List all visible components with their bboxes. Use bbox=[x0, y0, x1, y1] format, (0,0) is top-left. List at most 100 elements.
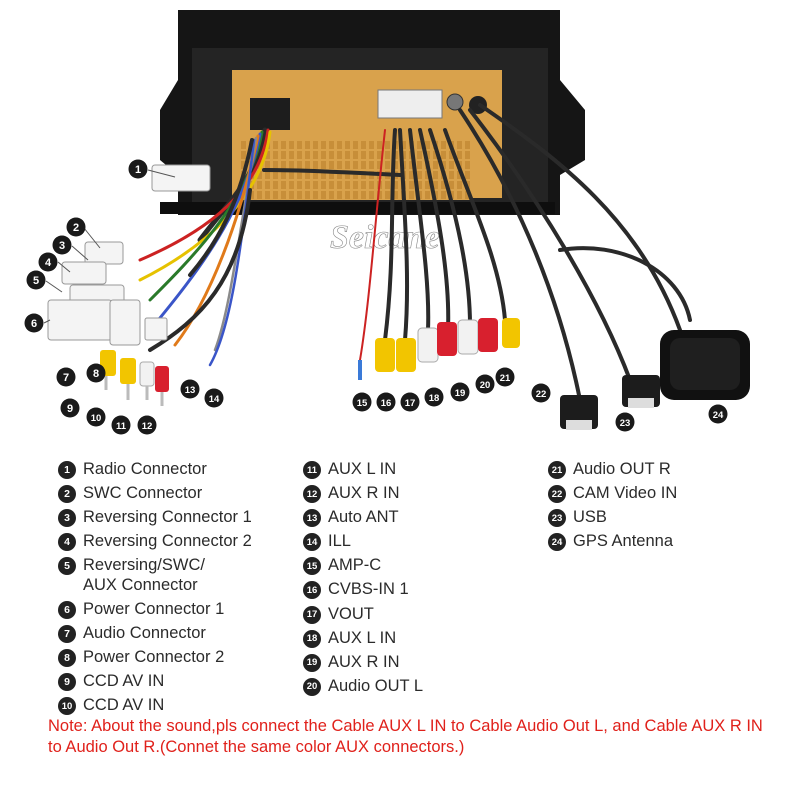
callout-5: 5 bbox=[26, 270, 46, 290]
legend-label: AUX R IN bbox=[328, 484, 400, 503]
legend-item: 8 Power Connector 2 bbox=[58, 648, 252, 668]
svg-text:11: 11 bbox=[116, 421, 127, 432]
legend-item: 11 AUX L IN bbox=[303, 460, 423, 480]
connector-blocks bbox=[47, 164, 211, 346]
legend-item: 9 CCD AV IN bbox=[58, 672, 252, 692]
callout-23: 23 bbox=[615, 412, 635, 432]
legend-label: Power Connector 2 bbox=[83, 648, 225, 667]
callout-6: 6 bbox=[24, 313, 44, 333]
product-photo: Seicane bbox=[24, 10, 750, 435]
legend-number-badge: 17 bbox=[303, 605, 321, 624]
legend-label: Reversing Connector 2 bbox=[83, 532, 252, 551]
legend-label: SWC Connector bbox=[83, 484, 203, 503]
svg-text:2: 2 bbox=[73, 222, 79, 234]
legend-label: CCD AV IN bbox=[83, 672, 165, 691]
svg-text:22: 22 bbox=[536, 389, 547, 400]
legend-label: USB bbox=[573, 508, 607, 527]
legend-number-badge: 6 bbox=[58, 600, 76, 619]
svg-text:15: 15 bbox=[357, 398, 368, 409]
svg-text:20: 20 bbox=[480, 380, 491, 391]
legend-number-badge: 18 bbox=[303, 629, 321, 648]
callout-11: 11 bbox=[111, 415, 131, 435]
svg-text:6: 6 bbox=[31, 318, 37, 330]
svg-text:13: 13 bbox=[185, 385, 196, 396]
callout-18: 18 bbox=[424, 387, 444, 407]
callout-8: 8 bbox=[86, 363, 106, 383]
legend-number-badge: 21 bbox=[548, 461, 566, 479]
legend-number-badge: 5 bbox=[58, 557, 76, 576]
usb-plugs bbox=[560, 375, 660, 430]
svg-text:19: 19 bbox=[455, 388, 466, 399]
legend-label: Audio Connector bbox=[83, 624, 206, 643]
svg-text:14: 14 bbox=[209, 394, 220, 405]
gps-antenna bbox=[660, 330, 750, 400]
callout-10: 10 bbox=[86, 407, 106, 427]
callout-3: 3 bbox=[52, 235, 72, 255]
svg-text:5: 5 bbox=[33, 275, 39, 287]
callout-21: 21 bbox=[495, 367, 515, 387]
callout-19: 19 bbox=[450, 382, 470, 402]
callout-12: 12 bbox=[137, 415, 157, 435]
legend-number-badge: 22 bbox=[548, 485, 566, 504]
legend-label: Radio Connector bbox=[83, 460, 207, 478]
legend-label: CVBS-IN 1 bbox=[328, 580, 409, 599]
rca-plugs-left bbox=[100, 350, 169, 406]
legend-number-badge: 7 bbox=[58, 625, 76, 644]
svg-text:1: 1 bbox=[135, 164, 141, 176]
legend-label: GPS Antenna bbox=[573, 532, 673, 551]
svg-text:9: 9 bbox=[67, 403, 73, 415]
callout-16: 16 bbox=[376, 392, 396, 412]
legend-number-badge: 11 bbox=[303, 461, 321, 479]
svg-text:17: 17 bbox=[405, 398, 416, 409]
legend-item: 1 Radio Connector bbox=[58, 460, 252, 480]
legend-number-badge: 13 bbox=[303, 509, 321, 528]
legend-item: 21 Audio OUT R bbox=[548, 460, 677, 480]
legend-label: CCD AV IN bbox=[83, 696, 165, 715]
legend-label: AUX L IN bbox=[328, 460, 397, 478]
callout-14: 14 bbox=[204, 388, 224, 408]
legend-label: Audio OUT R bbox=[573, 460, 671, 478]
callout-13: 13 bbox=[180, 379, 200, 399]
callout-20: 20 bbox=[475, 374, 495, 394]
legend-number-badge: 10 bbox=[58, 697, 76, 716]
svg-text:12: 12 bbox=[142, 421, 153, 432]
callout-24: 24 bbox=[708, 404, 728, 424]
legend-number-badge: 9 bbox=[58, 673, 76, 692]
svg-text:16: 16 bbox=[381, 398, 392, 409]
callout-2: 2 bbox=[66, 217, 86, 237]
svg-text:7: 7 bbox=[63, 372, 69, 384]
legend-number-badge: 16 bbox=[303, 581, 321, 600]
usb-gps-cables bbox=[458, 103, 692, 402]
legend-label: CAM Video IN bbox=[573, 484, 678, 503]
legend-item: 22 CAM Video IN bbox=[548, 484, 677, 504]
callout-4: 4 bbox=[38, 252, 58, 272]
legend-label: Reversing Connector 1 bbox=[83, 508, 252, 527]
svg-text:18: 18 bbox=[429, 393, 440, 404]
legend-item: 16 CVBS-IN 1 bbox=[303, 580, 423, 600]
svg-text:3: 3 bbox=[59, 240, 65, 252]
legend-item: 10 CCD AV IN bbox=[58, 696, 252, 716]
legend-number-badge: 20 bbox=[303, 677, 321, 696]
head-unit bbox=[160, 10, 585, 215]
legend-number-badge: 1 bbox=[58, 461, 76, 479]
legend-item: 7 Audio Connector bbox=[58, 624, 252, 644]
rca-plugs-middle bbox=[358, 318, 520, 380]
callout-1: 1 bbox=[128, 159, 148, 179]
legend-label: ILL bbox=[328, 532, 351, 551]
legend-number-badge: 8 bbox=[58, 649, 76, 668]
